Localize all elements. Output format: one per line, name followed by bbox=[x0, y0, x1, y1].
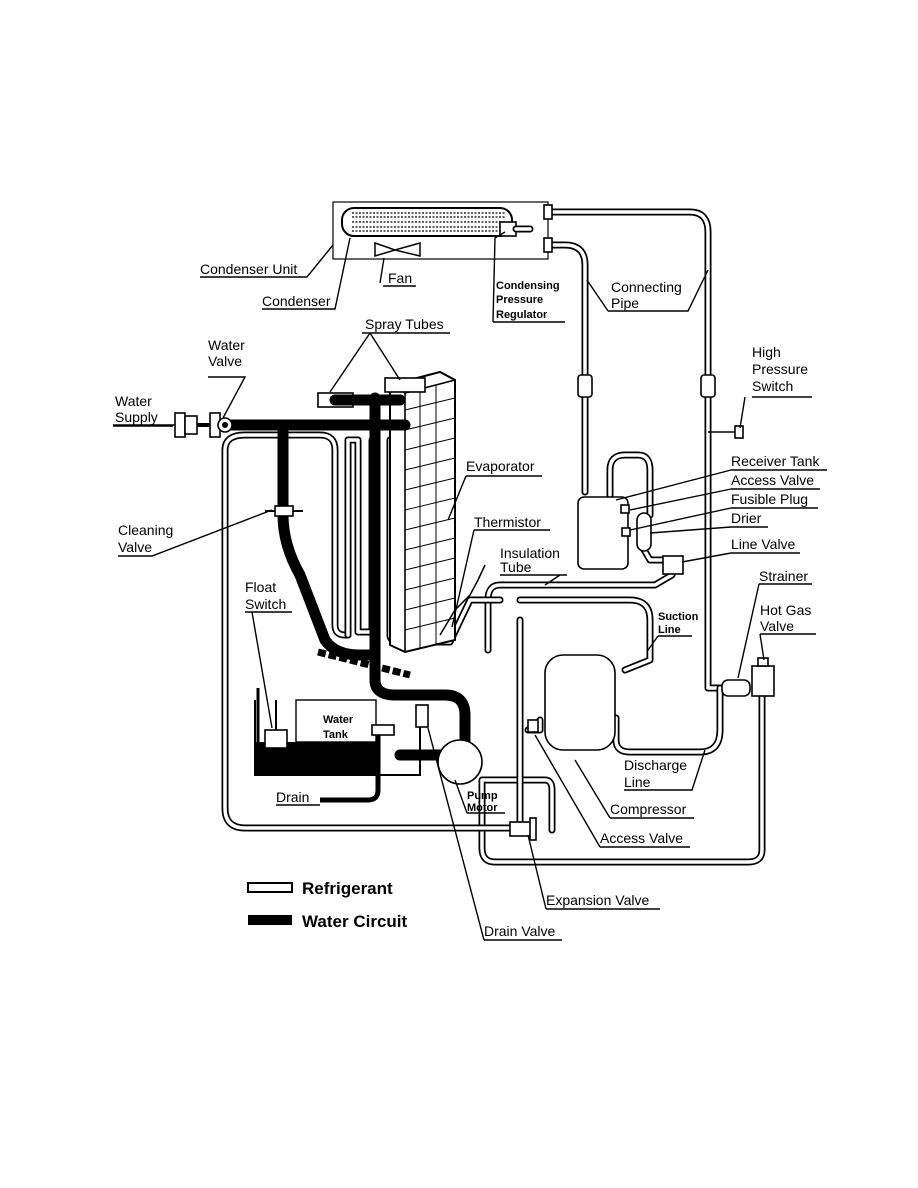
label-insulation-tube-2: Tube bbox=[500, 559, 532, 575]
line-valve-icon bbox=[662, 555, 684, 575]
label-hot-gas-valve-2: Valve bbox=[760, 618, 794, 634]
label-water-supply-1: Water bbox=[115, 393, 152, 409]
label-suction-line-2: Line bbox=[658, 624, 681, 636]
label-line-valve: Line Valve bbox=[731, 536, 796, 552]
condenser-unit bbox=[332, 201, 549, 260]
label-float-switch-1: Float bbox=[245, 579, 276, 595]
label-high-pressure-switch-1: High bbox=[752, 344, 781, 360]
label-water-tank-1: Water bbox=[323, 714, 354, 726]
fusible-plug-icon bbox=[621, 527, 631, 537]
legend: Refrigerant Water Circuit bbox=[247, 879, 408, 931]
legend-water-circuit-swatch bbox=[248, 915, 292, 925]
condensing-pressure-regulator-icon bbox=[499, 221, 534, 237]
label-compressor: Compressor bbox=[610, 801, 687, 817]
label-suction-line-1: Suction bbox=[658, 611, 699, 623]
water-supply bbox=[113, 412, 210, 438]
strainer-icon bbox=[721, 679, 751, 697]
label-drier: Drier bbox=[731, 510, 762, 526]
label-connecting-pipe-1: Connecting bbox=[611, 279, 682, 295]
label-fan: Fan bbox=[388, 270, 412, 286]
legend-refrigerant-swatch bbox=[247, 882, 293, 893]
label-drain: Drain bbox=[276, 789, 309, 805]
drier bbox=[636, 512, 652, 552]
label-evaporator: Evaporator bbox=[466, 458, 535, 474]
leader-lines bbox=[113, 231, 827, 941]
label-high-pressure-switch-2: Pressure bbox=[752, 361, 808, 377]
label-water-valve-2: Valve bbox=[208, 353, 242, 369]
label-receiver-tank: Receiver Tank bbox=[731, 453, 820, 469]
label-float-switch-2: Switch bbox=[245, 596, 286, 612]
label-fusible-plug: Fusible Plug bbox=[731, 491, 808, 507]
label-condensing-pressure-regulator-1: Condensing bbox=[496, 280, 560, 292]
label-condensing-pressure-regulator-2: Pressure bbox=[496, 294, 543, 306]
label-condenser-unit: Condenser Unit bbox=[200, 261, 297, 277]
label-water-tank-2: Tank bbox=[323, 729, 349, 741]
label-water-valve-1: Water bbox=[208, 337, 245, 353]
label-spray-tubes: Spray Tubes bbox=[365, 316, 444, 332]
fan-icon bbox=[374, 241, 421, 258]
label-water-supply-2: Supply bbox=[115, 409, 158, 425]
water-valve-icon bbox=[209, 412, 233, 438]
label-insulation-tube-1: Insulation bbox=[500, 545, 560, 561]
legend-refrigerant-label: Refrigerant bbox=[302, 879, 393, 898]
label-pump-motor-2: Motor bbox=[467, 802, 498, 814]
label-discharge-line-1: Discharge bbox=[624, 757, 687, 773]
label-expansion-valve: Expansion Valve bbox=[546, 892, 649, 908]
label-access-valve-lower: Access Valve bbox=[600, 830, 683, 846]
pump-motor bbox=[415, 704, 483, 785]
label-cleaning-valve-2: Valve bbox=[118, 539, 152, 555]
labels: Condenser Unit Condenser Fan Condensing … bbox=[115, 261, 820, 939]
expansion-valve-icon bbox=[509, 817, 537, 841]
label-access-valve-upper: Access Valve bbox=[731, 472, 814, 488]
label-discharge-line-2: Line bbox=[624, 774, 651, 790]
label-condensing-pressure-regulator-3: Regulator bbox=[496, 309, 548, 321]
label-thermistor: Thermistor bbox=[474, 514, 541, 530]
legend-water-circuit-label: Water Circuit bbox=[302, 912, 408, 931]
water-tank bbox=[254, 688, 421, 803]
label-pump-motor-1: Pump bbox=[467, 790, 498, 802]
label-hot-gas-valve-1: Hot Gas bbox=[760, 602, 811, 618]
high-pressure-switch-icon bbox=[708, 425, 744, 439]
compressor bbox=[527, 654, 616, 751]
label-strainer: Strainer bbox=[759, 568, 808, 584]
thermistor-icon bbox=[439, 564, 486, 636]
label-cleaning-valve-1: Cleaning bbox=[118, 522, 173, 538]
hot-gas-valve-icon bbox=[751, 657, 775, 697]
label-high-pressure-switch-3: Switch bbox=[752, 378, 793, 394]
label-connecting-pipe-2: Pipe bbox=[611, 295, 639, 311]
condenser-coil bbox=[341, 207, 513, 237]
label-drain-valve: Drain Valve bbox=[484, 923, 556, 939]
label-condenser: Condenser bbox=[262, 293, 331, 309]
